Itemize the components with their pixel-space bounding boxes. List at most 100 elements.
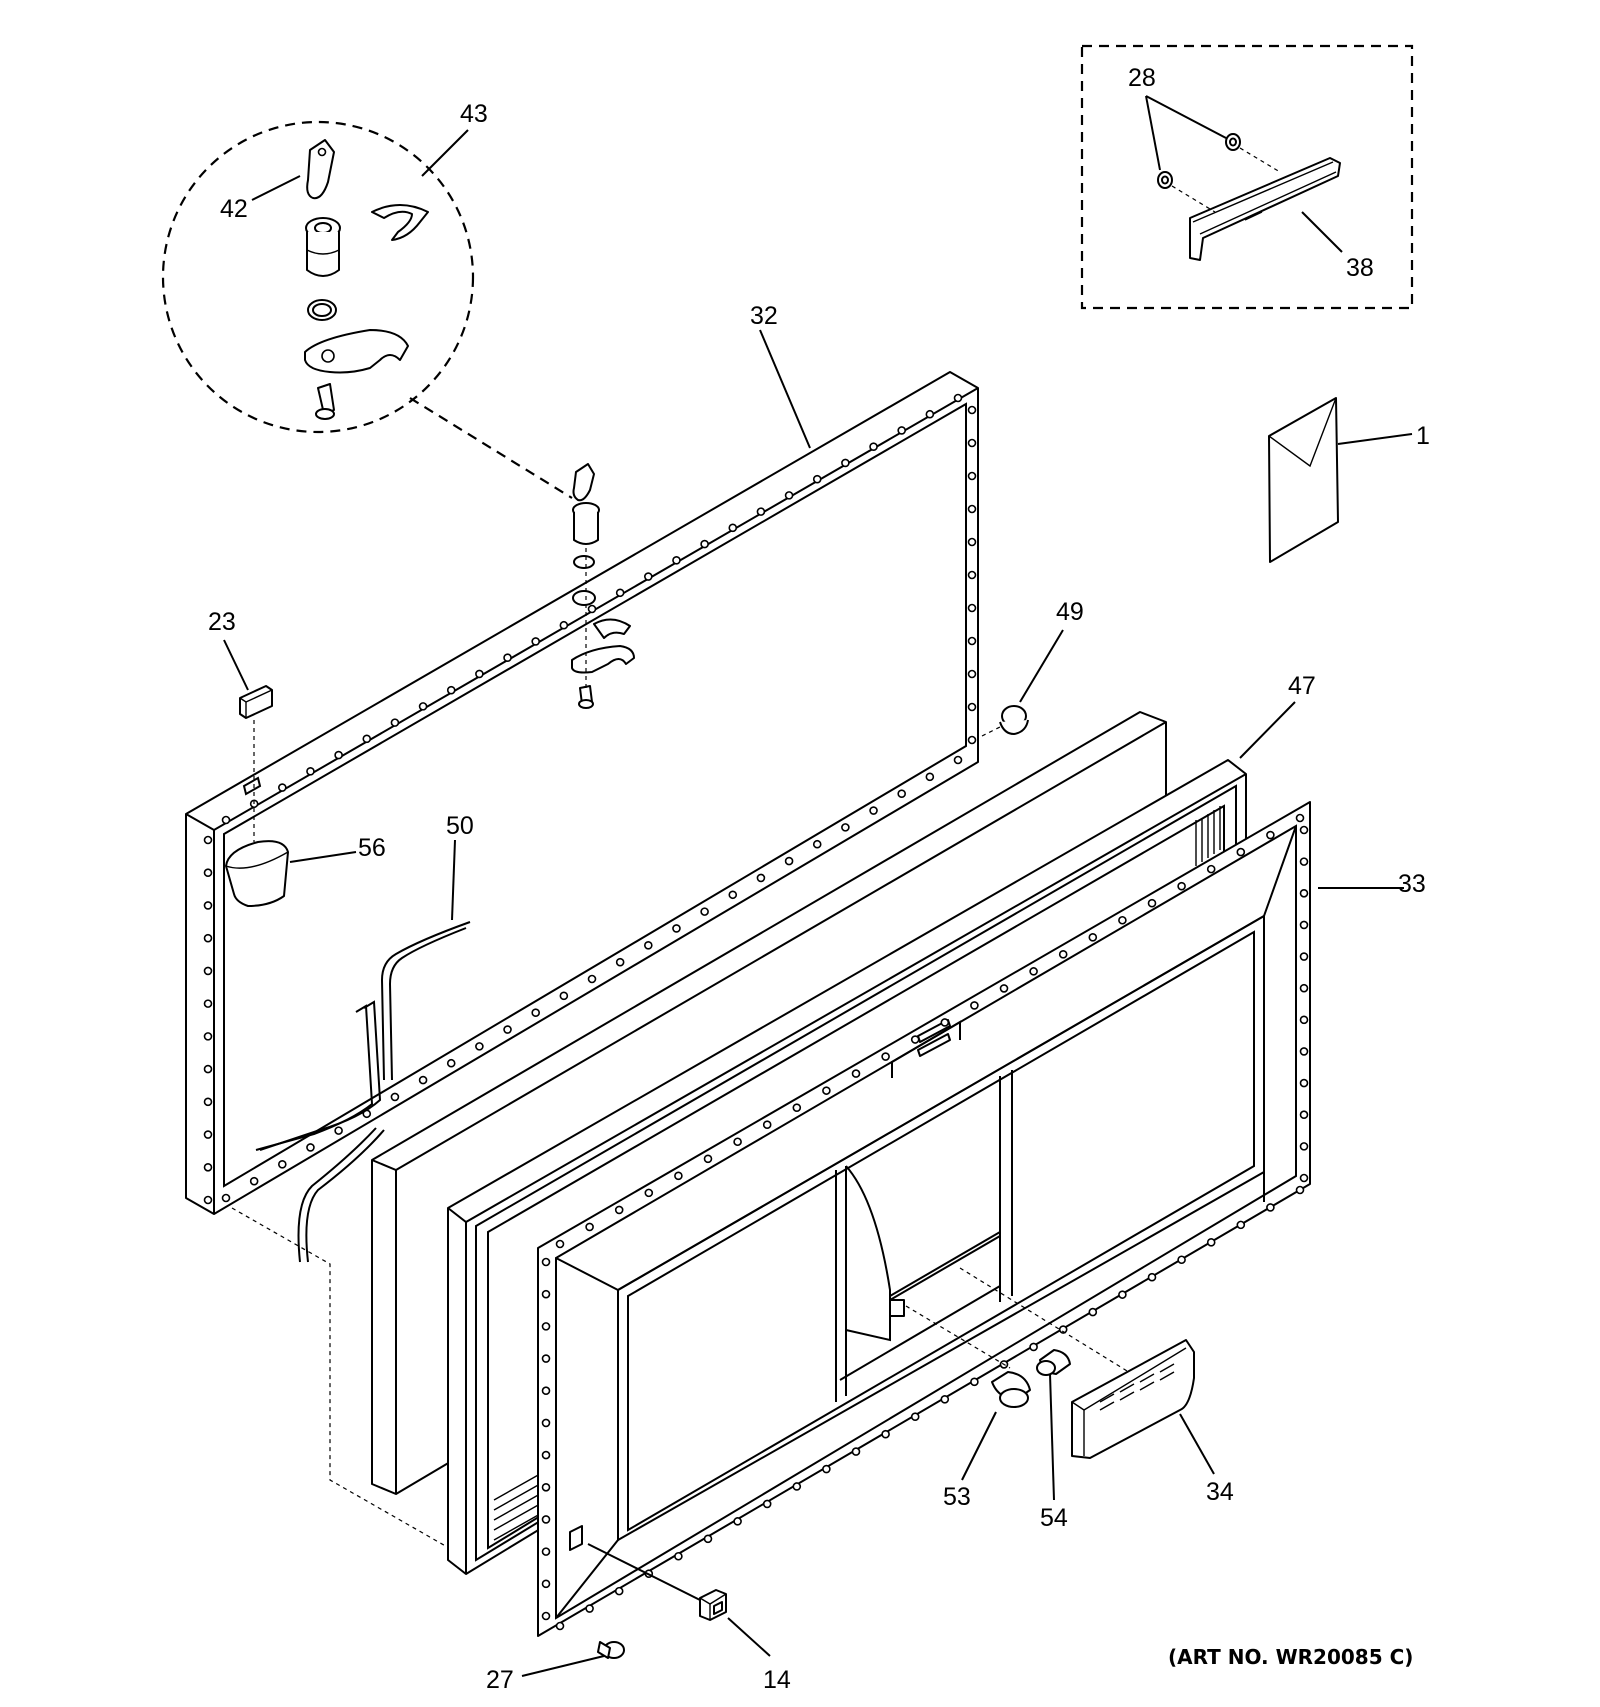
screw-hole: [1299, 825, 1309, 835]
screw-hole: [1029, 967, 1038, 976]
part-56-bin[interactable]: [225, 840, 289, 907]
screw-hole: [1236, 1220, 1246, 1230]
screw-hole: [822, 1086, 831, 1095]
screw-hole: [672, 556, 681, 565]
screw-hole: [1118, 1290, 1127, 1299]
callout-28: 28: [1128, 64, 1156, 92]
callout-leaders: [223, 95, 1413, 1677]
screw-hole: [967, 471, 977, 481]
part-49-bumper[interactable]: [999, 705, 1029, 735]
screw-hole: [812, 474, 822, 484]
screw-hole: [733, 1517, 742, 1526]
screw-hole: [672, 924, 681, 933]
screw-hole: [728, 890, 738, 900]
screw-hole: [897, 426, 906, 435]
lock-cylinder: [305, 217, 341, 277]
screw-hole: [644, 1188, 654, 1198]
screw-hole: [541, 1257, 551, 1267]
screw-hole: [967, 603, 977, 613]
screw-hole: [644, 941, 653, 950]
screw-hole: [614, 1205, 624, 1215]
screw-hole: [541, 1611, 551, 1621]
screw-hole: [278, 1160, 287, 1169]
screw-hole: [306, 1143, 315, 1152]
part-54-shaft[interactable]: [1036, 1349, 1071, 1376]
screw-hole: [1118, 915, 1127, 925]
callout-33: 33: [1398, 870, 1426, 898]
art-number: (ART NO. WR20085 C): [1168, 1645, 1413, 1669]
screw-hole: [203, 1162, 213, 1172]
callout-27: 27: [486, 1666, 514, 1694]
part-50-wire-harness[interactable]: [255, 921, 471, 1263]
screw-hole: [541, 1579, 551, 1589]
part-34-control-cover[interactable]: [1071, 1339, 1195, 1459]
part-42-key[interactable]: [306, 139, 335, 200]
screw-hole: [203, 1064, 213, 1074]
screw-hole: [967, 537, 977, 547]
part-33-outer-door[interactable]: [537, 801, 1311, 1637]
screw-hole: [940, 1018, 950, 1027]
screw-hole: [615, 588, 625, 598]
screw-hole: [1295, 1185, 1305, 1195]
screw-hole: [1299, 920, 1309, 930]
callout-labels: 1 14 23 27 28 32 33 34 38 42 43 47 49 50…: [208, 64, 1430, 1694]
screw-hole: [203, 1032, 213, 1041]
screw-hole: [1299, 1047, 1309, 1056]
screw-hole: [203, 933, 213, 943]
screw-hole: [967, 438, 977, 448]
screw-hole: [812, 839, 822, 849]
screw-hole: [203, 966, 213, 976]
screw-hole: [940, 1394, 950, 1404]
screw-hole: [756, 507, 766, 516]
screw-hole: [587, 974, 597, 984]
screw-hole: [728, 523, 738, 533]
part-32-inner-door-panel[interactable]: [185, 371, 979, 1215]
screw-hole: [703, 1534, 713, 1544]
screw-hole: [897, 789, 906, 798]
screw-hole: [1177, 881, 1186, 891]
screw-hole: [967, 636, 977, 646]
callout-32: 32: [750, 302, 778, 330]
screw-hole: [970, 1377, 979, 1387]
screw-hole: [869, 806, 878, 815]
screw-hole: [249, 1176, 259, 1186]
screw-hole: [541, 1450, 551, 1460]
screw-hole: [1295, 813, 1305, 823]
screw-hole: [615, 957, 625, 967]
screw-hole: [446, 1058, 456, 1068]
part-38-handle[interactable]: [1189, 157, 1341, 261]
callout-43: 43: [460, 100, 488, 128]
screw-hole: [541, 1289, 551, 1299]
lock-screw: [317, 383, 335, 415]
screw-hole: [1206, 864, 1216, 874]
lock-cam: [304, 329, 409, 374]
screw-hole: [503, 1025, 512, 1034]
screw-hole: [475, 669, 484, 679]
screw-hole: [203, 901, 213, 910]
callout-56: 56: [358, 834, 386, 862]
callout-42: 42: [220, 195, 248, 223]
screw-hole: [221, 1193, 231, 1203]
callout-1: 1: [1416, 422, 1430, 450]
callout-47: 47: [1288, 672, 1316, 700]
part-1-literature[interactable]: [1268, 397, 1339, 563]
screw-hole: [967, 735, 977, 745]
screw-hole: [203, 1195, 213, 1205]
lock-kit-circle: [161, 120, 475, 434]
screw-hole: [792, 1482, 802, 1491]
screw-hole: [203, 999, 213, 1008]
part-14-switch[interactable]: [699, 1589, 727, 1621]
part-28-washers[interactable]: [1157, 133, 1241, 189]
screw-hole: [559, 620, 569, 630]
handle-inset-box: [1080, 44, 1414, 310]
screw-hole: [555, 1239, 565, 1249]
screw-hole: [953, 393, 963, 403]
screw-hole: [559, 991, 569, 1001]
screw-hole: [733, 1137, 742, 1147]
door-33-screw-holes: [541, 813, 1309, 1631]
screw-hole: [881, 1429, 890, 1439]
part-53-knob[interactable]: [991, 1371, 1031, 1408]
part-27-plug[interactable]: [597, 1641, 625, 1659]
part-23-latch[interactable]: [239, 685, 273, 719]
screw-hole: [587, 604, 597, 614]
